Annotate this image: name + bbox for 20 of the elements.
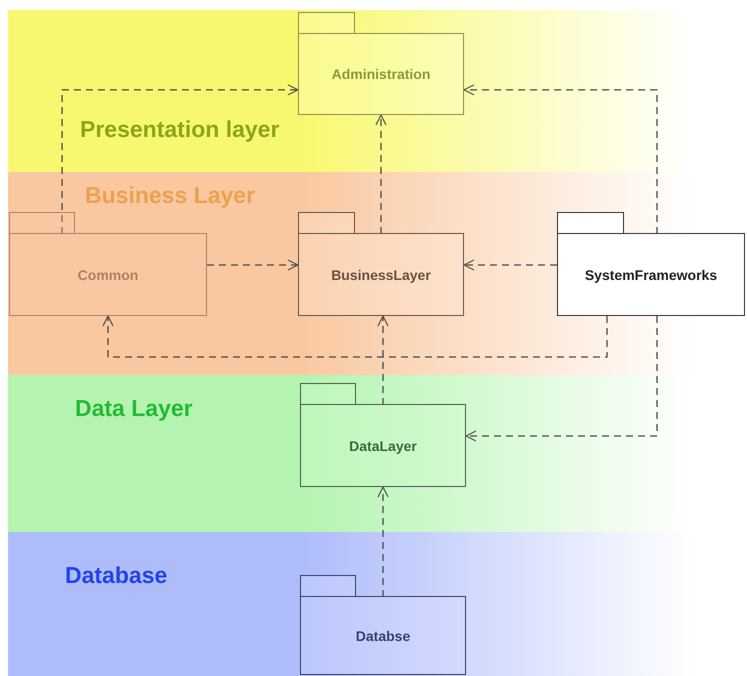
dependency-arrow	[377, 315, 389, 405]
package-name: Common	[78, 266, 138, 282]
dependency-arrow	[463, 84, 658, 234]
dependency-arrow	[463, 259, 557, 271]
dependency-arrow	[102, 315, 608, 358]
package-name: Databse	[356, 628, 410, 644]
dependency-arrow	[377, 486, 389, 597]
package-name: Administration	[332, 66, 430, 82]
layer-title: Database	[65, 562, 168, 589]
dependency-arrow	[465, 316, 658, 442]
package-name: DataLayer	[349, 438, 417, 454]
layer-title: Data Layer	[75, 395, 193, 422]
dependency-arrow	[207, 259, 299, 271]
package-name: BusinessLayer	[331, 266, 431, 282]
layer-title: Business Layer	[85, 182, 256, 209]
dependency-arrow	[375, 114, 387, 234]
dependency-arrow	[61, 84, 299, 234]
layer-title: Presentation layer	[80, 116, 280, 143]
layer-band	[8, 172, 747, 375]
package-name: SystemFrameworks	[584, 266, 718, 282]
